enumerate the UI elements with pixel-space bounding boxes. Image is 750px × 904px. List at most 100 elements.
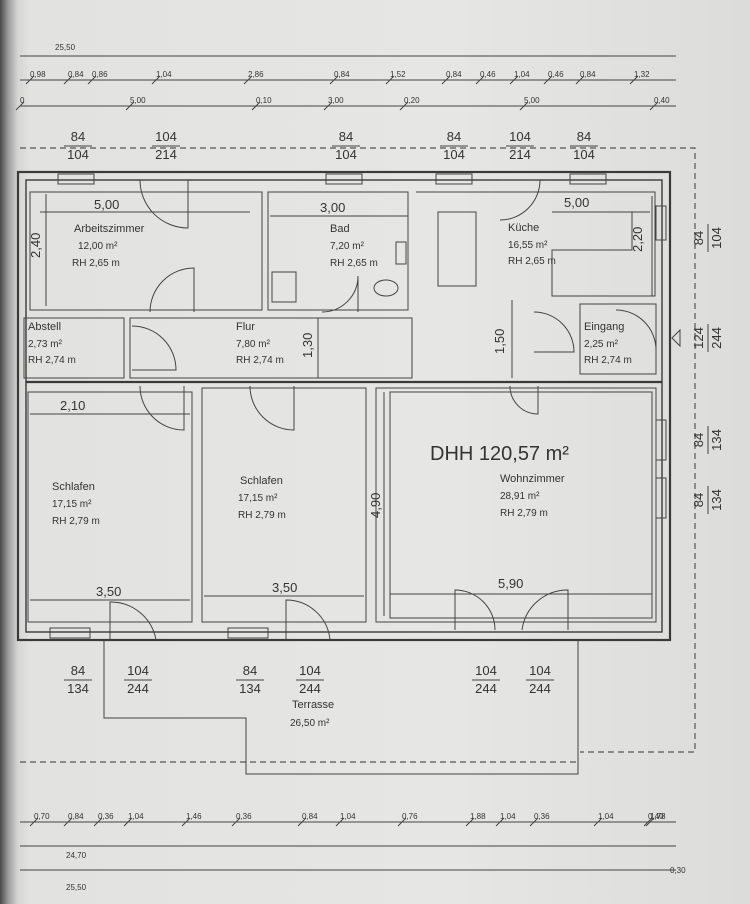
room-area-terrasse: 26,50 m² xyxy=(290,718,330,729)
room-height-wohnzimmer: RH 2,79 m xyxy=(500,508,548,519)
dim-tick xyxy=(123,817,133,827)
exterior-wall xyxy=(16,170,672,642)
dim-label: 3,00 xyxy=(328,96,344,105)
dim-label: 0,36 xyxy=(98,812,114,821)
dim-label: 0,76 xyxy=(402,812,418,821)
dim-tick xyxy=(243,75,253,85)
dim-label: 1,04 xyxy=(598,812,614,821)
dim-eingang-h: 1,50 xyxy=(492,329,507,354)
window-width: 84 xyxy=(71,129,85,144)
dim-tick xyxy=(441,75,451,85)
dim-label: 0,36 xyxy=(534,812,550,821)
dim-tick xyxy=(645,817,655,827)
dim-label: 0,36 xyxy=(236,812,252,821)
doors xyxy=(109,179,657,641)
room-area-kueche: 16,55 m² xyxy=(508,240,548,251)
dim-label: 5,00 xyxy=(130,96,146,105)
dim-label: 1,32 xyxy=(634,70,650,79)
dim-kueche-h: 2,20 xyxy=(630,227,645,252)
dim-tick xyxy=(385,75,395,85)
window-height: 104 xyxy=(709,227,724,249)
wall-bad xyxy=(267,191,409,311)
window-width: 84 xyxy=(577,129,591,144)
door-kueche xyxy=(533,311,575,353)
room-name-flur: Flur xyxy=(236,321,255,333)
window-width: 84 xyxy=(243,663,257,678)
dim-tick xyxy=(519,101,529,111)
dim-tick xyxy=(323,101,333,111)
dim-tick xyxy=(465,817,475,827)
dim-tick xyxy=(87,75,97,85)
dim-label: 1,04 xyxy=(340,812,356,821)
dim-tick xyxy=(575,75,585,85)
window-mark xyxy=(655,419,667,461)
window-width: 104 xyxy=(529,663,551,678)
dim-label: 0,46 xyxy=(548,70,564,79)
dim-bad-w: 3,00 xyxy=(320,200,345,215)
dim-tick xyxy=(475,75,485,85)
dim-bottom-end: 0,30 xyxy=(670,866,686,875)
window-width: 84 xyxy=(447,129,461,144)
room-height-bad: RH 2,65 m xyxy=(330,258,378,269)
dim-label: 0,84 xyxy=(446,70,462,79)
dim-label: 0,40 xyxy=(648,812,664,821)
dim-kueche-w: 5,00 xyxy=(564,195,589,210)
dim-label: 2,86 xyxy=(248,70,264,79)
wall-wohnzimmer-inner xyxy=(389,391,653,619)
room-name-eingang: Eingang xyxy=(584,321,624,333)
window-height: 244 xyxy=(299,681,321,696)
dim-tick xyxy=(297,817,307,827)
dim-label: 0,84 xyxy=(68,812,84,821)
window-height: 214 xyxy=(509,147,531,162)
dim-tick xyxy=(509,75,519,85)
wall-schlafen-2 xyxy=(201,387,367,623)
window-width: 104 xyxy=(509,129,531,144)
window-height: 134 xyxy=(709,489,724,511)
room-height-arbeitszimmer: RH 2,65 m xyxy=(72,258,120,269)
dim-label: 1,04 xyxy=(514,70,530,79)
dim-label: 1,88 xyxy=(470,812,486,821)
dim-arbeit-w: 5,00 xyxy=(94,197,119,212)
door-kueche-window xyxy=(499,179,541,221)
window-height: 244 xyxy=(127,681,149,696)
wall-flur xyxy=(129,317,413,379)
room-area-abstell: 2,73 m² xyxy=(28,339,63,350)
dim-wohn-h: 4,90 xyxy=(368,493,383,518)
room-height-flur: RH 2,74 m xyxy=(236,355,284,366)
window-mark xyxy=(569,173,607,185)
window-height: 104 xyxy=(573,147,595,162)
dim-schlafen2-b: 3,50 xyxy=(272,580,297,595)
dim-label: 5,00 xyxy=(524,96,540,105)
terrasse-outline xyxy=(103,640,579,775)
room-height-schlafen-2: RH 2,79 m xyxy=(238,510,286,521)
window-width: 84 xyxy=(691,433,706,447)
window-height: 214 xyxy=(155,147,177,162)
dim-label: 0,86 xyxy=(92,70,108,79)
dim-label: 0,46 xyxy=(480,70,496,79)
door-terrasse-4 xyxy=(521,589,569,631)
dim-tick xyxy=(543,75,553,85)
room-height-schlafen-1: RH 2,79 m xyxy=(52,516,100,527)
dim-schlafen1-b: 3,50 xyxy=(96,584,121,599)
dim-tick xyxy=(251,101,261,111)
dim-bottom-total-1: 24,70 xyxy=(66,851,87,860)
dim-tick xyxy=(63,75,73,85)
door-abstell xyxy=(131,325,177,371)
window-mark xyxy=(325,173,363,185)
window-height: 134 xyxy=(67,681,89,696)
dim-tick xyxy=(93,817,103,827)
dim-tick xyxy=(495,817,505,827)
wall-arbeitszimmer xyxy=(29,191,263,311)
